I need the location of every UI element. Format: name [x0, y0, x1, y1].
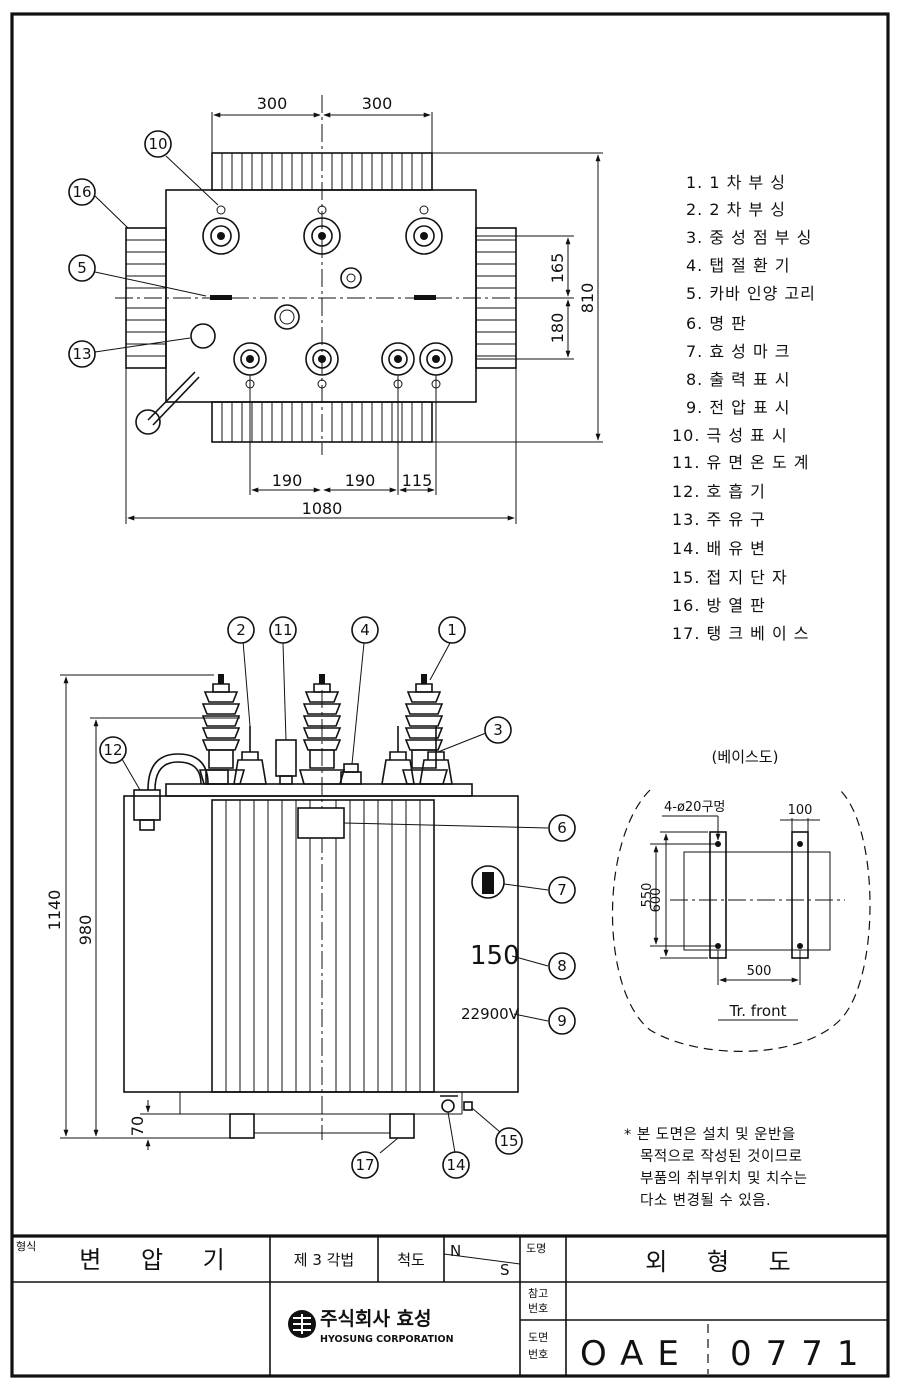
callout-15: 15	[499, 1132, 518, 1150]
dwg-prefix: OAE	[580, 1334, 693, 1374]
base-view: (베이스도) 4-ø20구멍 100 600 550 500 Tr. front	[612, 748, 871, 1052]
callout-7: 7	[557, 881, 567, 899]
callout-5: 5	[77, 259, 87, 277]
hyosung-logo-icon	[288, 1310, 316, 1338]
dim-top-w2: 300	[362, 94, 393, 113]
part-3: 3. 중 성 점 부 싱	[686, 228, 812, 247]
dim-bottom-s3: 115	[402, 471, 433, 490]
base-view-title: (베이스도)	[712, 748, 779, 766]
part-15: 15. 접 지 단 자	[672, 568, 788, 587]
drawing-name: 외 형 도	[645, 1248, 807, 1276]
note-line-2: 목적으로 작성된 것이므로	[640, 1148, 802, 1165]
callout-3: 3	[493, 721, 503, 739]
part-7: 7. 효 성 마 크	[686, 342, 791, 361]
part-11: 11. 유 면 온 도 계	[672, 453, 809, 472]
dim-top-h2: 180	[548, 313, 567, 344]
part-5: 5. 카바 인양 고리	[686, 284, 816, 303]
dwg-number: 0771	[730, 1334, 873, 1374]
dim-top-total-h: 810	[578, 283, 597, 314]
note-line-3: 부품의 취부위치 및 치수는	[640, 1170, 808, 1187]
company-name-en: HYOSUNG CORPORATION	[320, 1334, 454, 1345]
capacity-label: 150	[470, 941, 520, 971]
parts-list: 1. 1 차 부 싱 2. 2 차 부 싱 3. 중 성 점 부 싱 4. 탭 …	[672, 173, 816, 643]
callout-9: 9	[557, 1012, 567, 1030]
scale-label: 척도	[397, 1251, 425, 1269]
lv-bushing-plan	[233, 342, 453, 389]
part-6: 6. 명 판	[686, 314, 747, 333]
base-hole-note: 4-ø20구멍	[664, 800, 725, 815]
callout-16: 16	[72, 183, 91, 201]
callout-4: 4	[360, 621, 370, 639]
callout-6: 6	[557, 819, 567, 837]
dim-top-w1: 300	[257, 94, 288, 113]
base-width-label: 100	[788, 803, 813, 818]
scale-s: S	[500, 1261, 510, 1279]
callout-12: 12	[103, 741, 122, 759]
dim-bottom-s1: 190	[272, 471, 303, 490]
part-17: 17. 탱 크 베 이 스	[672, 624, 809, 643]
dim-overall-w: 1080	[302, 499, 343, 518]
callout-8: 8	[557, 957, 567, 975]
part-13: 13. 주 유 구	[672, 510, 766, 529]
base-h1: 600	[649, 888, 664, 913]
part-4: 4. 탭 절 환 기	[686, 256, 791, 275]
callout-17: 17	[355, 1156, 374, 1174]
part-16: 16. 방 열 판	[672, 596, 766, 615]
dim-front-body-h: 980	[76, 915, 95, 946]
part-10: 10. 극 성 표 시	[672, 426, 788, 445]
base-span: 500	[747, 964, 772, 979]
dwg-label-2: 번호	[528, 1348, 548, 1361]
base-h2: 550	[640, 883, 655, 908]
callout-14: 14	[446, 1156, 465, 1174]
part-2: 2. 2 차 부 싱	[686, 200, 786, 219]
callout-10: 10	[148, 135, 167, 153]
callout-11: 11	[273, 621, 292, 639]
part-9: 9. 전 압 표 시	[686, 398, 791, 417]
note-line-1: * 본 도면은 설치 및 운반을	[624, 1126, 796, 1143]
part-1: 1. 1 차 부 싱	[686, 173, 786, 192]
company-name-kr: 주식회사 효성	[320, 1308, 432, 1330]
dim-top-h1: 165	[548, 253, 567, 284]
part-8: 8. 출 력 표 시	[686, 370, 791, 389]
part-12: 12. 호 흡 기	[672, 482, 766, 501]
type-label: 형식	[16, 1240, 36, 1253]
ref-label-2: 번호	[528, 1302, 548, 1315]
note-line-4: 다소 변경될 수 있음.	[640, 1192, 771, 1209]
plan-view: 300 300 165 180 810 190 190 115 1080 10 …	[68, 94, 603, 524]
installation-note: * 본 도면은 설치 및 운반을 목적으로 작성된 것이므로 부품의 취부위치 …	[624, 1126, 808, 1209]
hv-bushing-plan	[202, 205, 443, 255]
callout-2: 2	[236, 621, 246, 639]
type-value: 변 압 기	[79, 1246, 241, 1274]
part-14: 14. 배 유 변	[672, 539, 766, 558]
front-view: 1140 980 70 150 22900V 2 11 4 1 3 12 6 7…	[45, 616, 576, 1179]
drawing-name-label: 도명	[526, 1242, 546, 1255]
dwg-label-1: 도면	[528, 1331, 548, 1344]
dim-bottom-s2: 190	[345, 471, 376, 490]
title-block: 형식 변 압 기 제 3 각법 척도 N S 도명 외 형 도 참고 번호 도면…	[12, 1234, 888, 1376]
projection-method: 제 3 각법	[294, 1251, 354, 1269]
base-front-label: Tr. front	[729, 1002, 787, 1020]
callout-1: 1	[447, 621, 457, 639]
dim-front-total-h: 1140	[45, 890, 64, 931]
voltage-label: 22900V	[461, 1005, 520, 1023]
ref-label-1: 참고	[528, 1287, 548, 1300]
dim-base-h: 70	[128, 1116, 147, 1136]
scale-n: N	[450, 1242, 461, 1260]
sheet-border	[10, 12, 890, 1378]
callout-13: 13	[72, 345, 91, 363]
